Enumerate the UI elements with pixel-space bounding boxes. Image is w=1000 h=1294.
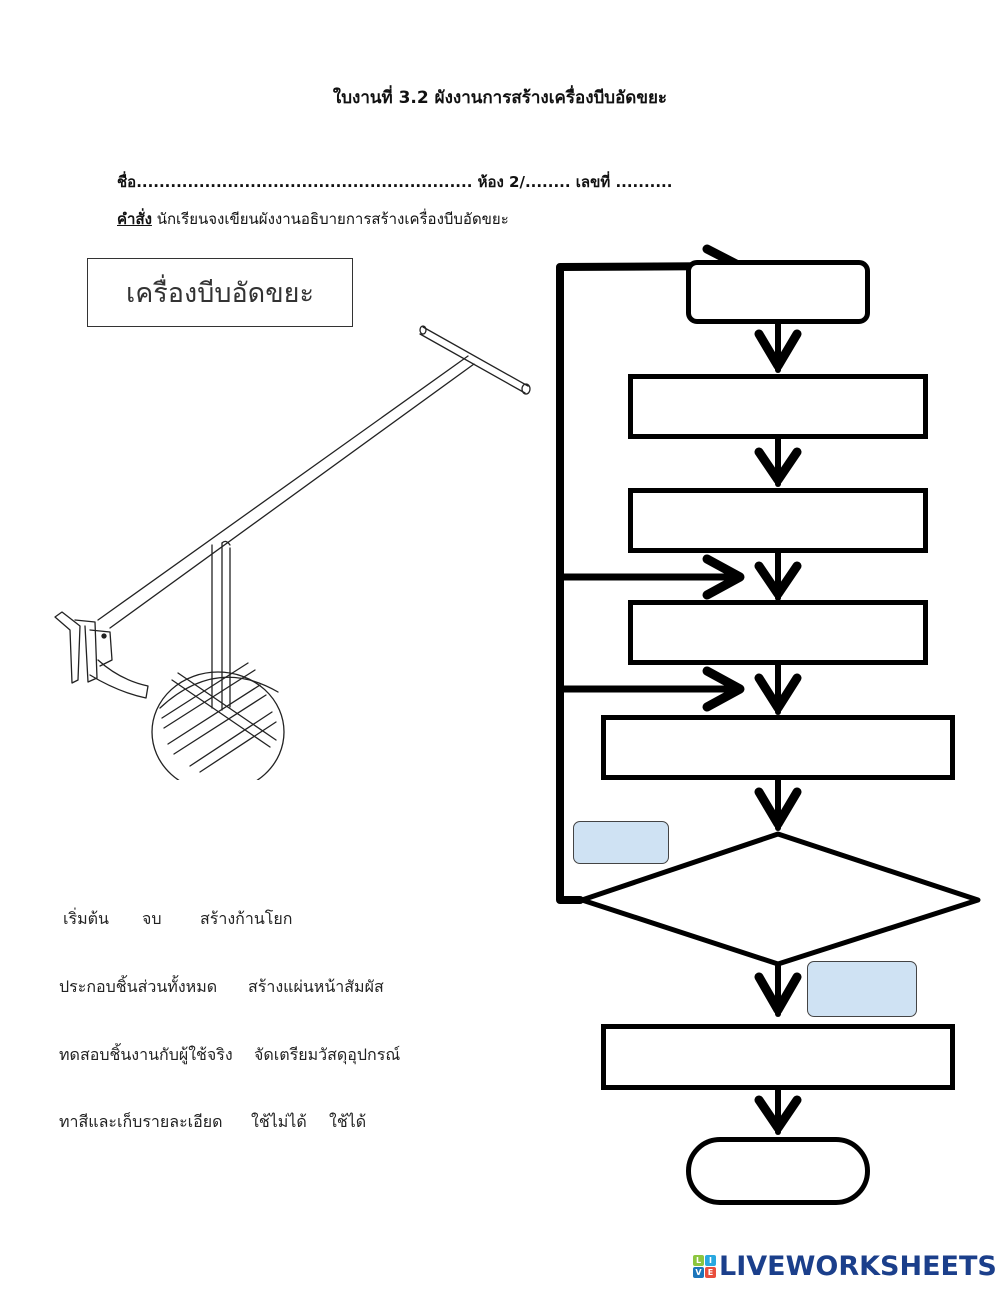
decision-yes-answer-field[interactable] bbox=[807, 961, 917, 1017]
logo-letter: V bbox=[693, 1267, 704, 1278]
process-box-2[interactable] bbox=[628, 488, 928, 553]
logo-letter: L bbox=[693, 1255, 704, 1266]
word-bank-item[interactable]: จบ bbox=[142, 909, 162, 928]
word-bank-item[interactable]: ประกอบชิ้นส่วนทั้งหมด bbox=[59, 977, 218, 996]
word-bank-item[interactable]: ทดสอบชิ้นงานกับผู้ใช้จริง bbox=[59, 1045, 233, 1064]
liveworksheets-logo: L I V E LIVEWORKSHEETS bbox=[693, 1251, 997, 1282]
worksheet-title: ใบงานที่ 3.2 ผังงานการสร้างเครื่องบีบอัด… bbox=[332, 88, 668, 108]
process-box-5[interactable] bbox=[601, 1024, 955, 1090]
decision-no-answer-field[interactable] bbox=[573, 821, 669, 864]
instruction-text: นักเรียนจงเขียนผังงานอธิบายการสร้างเครื่… bbox=[151, 210, 509, 228]
logo-text: LIVEWORKSHEETS bbox=[719, 1251, 997, 1282]
end-terminal[interactable] bbox=[686, 1137, 870, 1205]
logo-letter: I bbox=[705, 1255, 716, 1266]
word-bank-item[interactable]: สร้างก้านโยก bbox=[200, 909, 293, 928]
process-box-3[interactable] bbox=[628, 600, 928, 665]
student-info-line: ชื่อ....................................… bbox=[117, 173, 673, 191]
word-bank-item[interactable]: ใช้ไม่ได้ bbox=[251, 1112, 307, 1131]
word-bank-item[interactable]: ทาสีและเก็บรายละเอียด bbox=[59, 1112, 223, 1131]
word-bank-item[interactable]: จัดเตรียมวัสดุอุปกรณ์ bbox=[254, 1045, 401, 1064]
down-arrow-icon bbox=[754, 329, 802, 1133]
word-bank-item[interactable]: สร้างแผ่นหน้าสัมผัส bbox=[248, 977, 384, 996]
instruction: คำสั่ง นักเรียนจงเขียนผังงานอธิบายการสร้… bbox=[117, 207, 509, 231]
decision-diamond bbox=[579, 831, 981, 967]
word-bank-item[interactable]: เริ่มต้น bbox=[63, 909, 109, 928]
logo-letter: E bbox=[705, 1267, 716, 1278]
process-box-4[interactable] bbox=[601, 715, 955, 780]
word-bank-item[interactable]: ใช้ได้ bbox=[329, 1112, 367, 1131]
machine-label-text: เครื่องบีบอัดขยะ bbox=[126, 278, 314, 309]
start-terminal[interactable] bbox=[686, 260, 870, 324]
machine-label-box: เครื่องบีบอัดขยะ bbox=[87, 258, 353, 327]
process-box-1[interactable] bbox=[628, 374, 928, 439]
trash-compactor-drawing-icon bbox=[54, 325, 531, 780]
live-logo-icon: L I V E bbox=[693, 1255, 716, 1278]
instruction-label: คำสั่ง bbox=[117, 210, 152, 228]
